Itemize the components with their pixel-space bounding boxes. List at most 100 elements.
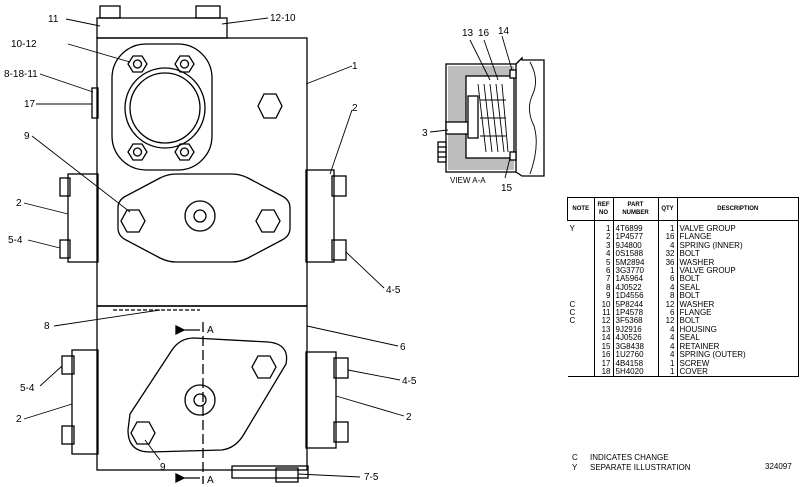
cell-part-number: 3G3770 bbox=[612, 266, 658, 276]
cell-part-number: 1D4556 bbox=[612, 291, 658, 301]
header-ref-no: REF NO bbox=[593, 197, 614, 221]
callout-6: 6 bbox=[400, 342, 406, 353]
cell-ref-no: 17 bbox=[593, 359, 613, 368]
cell-qty: 12 bbox=[657, 300, 677, 310]
callout-8-18-11: 8-18-11 bbox=[4, 69, 38, 80]
cell-ref-no: 9 bbox=[593, 291, 613, 301]
cell-part-number: 4J0522 bbox=[612, 283, 658, 293]
view-callout-14: 14 bbox=[498, 26, 510, 37]
view-callout-16: 16 bbox=[478, 28, 490, 39]
cell-part-number: 5H4020 bbox=[612, 367, 658, 378]
cell-description: SPRING (INNER) bbox=[676, 241, 799, 251]
cell-ref-no: 5 bbox=[593, 258, 613, 268]
cell-note bbox=[568, 360, 595, 368]
cell-ref-no: 1 bbox=[593, 220, 613, 234]
cell-description: BOLT bbox=[676, 249, 799, 259]
cell-description: SCREW bbox=[676, 359, 799, 368]
cell-description: VALVE GROUP bbox=[676, 266, 799, 276]
cell-note bbox=[568, 267, 595, 275]
section-label-a-bottom: A bbox=[207, 475, 214, 486]
cell-note bbox=[568, 242, 595, 250]
legend-text: INDICATES CHANGE bbox=[590, 453, 669, 462]
cell-description: RETAINER bbox=[676, 342, 799, 352]
callout-7-5: 7-5 bbox=[364, 472, 379, 483]
callout-10-12: 10-12 bbox=[11, 39, 37, 50]
cell-note bbox=[568, 259, 595, 267]
cell-note bbox=[568, 275, 595, 283]
cell-note bbox=[568, 326, 595, 334]
legend-key: C bbox=[572, 453, 578, 462]
cell-note bbox=[568, 343, 595, 351]
callout-17: 17 bbox=[24, 99, 36, 110]
cell-part-number: 5P8244 bbox=[612, 300, 658, 310]
cell-qty: 1 bbox=[657, 220, 677, 234]
callout-8: 8 bbox=[44, 321, 50, 332]
cell-ref-no: 10 bbox=[593, 300, 613, 310]
cell-part-number: 4J0526 bbox=[612, 333, 658, 343]
cell-qty: 1 bbox=[657, 367, 677, 378]
cell-part-number: 5M2894 bbox=[612, 258, 658, 268]
cell-ref-no: 11 bbox=[593, 308, 613, 318]
cell-ref-no: 13 bbox=[593, 325, 613, 335]
cell-ref-no: 6 bbox=[593, 266, 613, 276]
view-aa-caption: VIEW A-A bbox=[450, 176, 486, 185]
view-callout-3: 3 bbox=[422, 128, 428, 139]
callout-2-right-top: 2 bbox=[352, 103, 358, 114]
cell-description: BOLT bbox=[676, 291, 799, 301]
header-part-number: PART NUMBER bbox=[612, 197, 659, 221]
callout-2-left-top: 2 bbox=[16, 198, 22, 209]
cell-ref-no: 12 bbox=[593, 317, 613, 326]
cell-ref-no: 4 bbox=[593, 249, 613, 259]
cell-qty: 32 bbox=[657, 249, 677, 259]
spring-coils bbox=[477, 83, 509, 153]
cell-qty: 4 bbox=[657, 283, 677, 293]
cell-note bbox=[568, 334, 595, 342]
legend-key: Y bbox=[572, 463, 578, 472]
left-flange-lower bbox=[61, 349, 99, 455]
callout-11: 11 bbox=[48, 14, 59, 25]
cell-part-number: 9J2916 bbox=[612, 325, 658, 335]
header-qty: QTY bbox=[657, 197, 678, 221]
cell-description: SPRING (OUTER) bbox=[676, 350, 799, 360]
callout-2-right-bottom: 2 bbox=[406, 412, 412, 423]
lower-cover bbox=[127, 337, 288, 453]
section-label-a-top: A bbox=[207, 325, 214, 336]
valve-body-lower bbox=[96, 305, 309, 483]
cell-description: WASHER bbox=[676, 300, 799, 310]
parts-table: NOTE REF NO PART NUMBER QTY DESCRIPTION … bbox=[567, 197, 799, 378]
cell-description: WASHER bbox=[676, 258, 799, 268]
cell-qty: 4 bbox=[657, 333, 677, 343]
cell-qty: 6 bbox=[657, 308, 677, 318]
cell-note bbox=[568, 233, 595, 241]
cell-ref-no: 15 bbox=[593, 342, 613, 352]
cell-ref-no: 8 bbox=[593, 283, 613, 293]
cell-description: FLANGE bbox=[676, 232, 799, 242]
header-note: NOTE bbox=[567, 197, 595, 221]
cell-part-number: 3F5368 bbox=[612, 317, 658, 326]
cell-note: C bbox=[569, 299, 576, 309]
cell-description: SEAL bbox=[676, 283, 799, 293]
cell-qty: 36 bbox=[657, 258, 677, 268]
cell-qty: 12 bbox=[657, 317, 677, 326]
legend-change: C INDICATES CHANGE bbox=[572, 453, 669, 462]
cell-ref-no: 3 bbox=[593, 241, 613, 251]
cell-ref-no: 7 bbox=[593, 275, 613, 284]
left-flange-upper bbox=[59, 173, 99, 263]
cell-part-number: 1U2760 bbox=[612, 350, 658, 360]
callout-5-4-top: 5-4 bbox=[8, 235, 23, 246]
cell-note: C bbox=[569, 316, 576, 326]
cell-qty: 1 bbox=[657, 266, 677, 276]
leader-lines bbox=[23, 17, 405, 478]
